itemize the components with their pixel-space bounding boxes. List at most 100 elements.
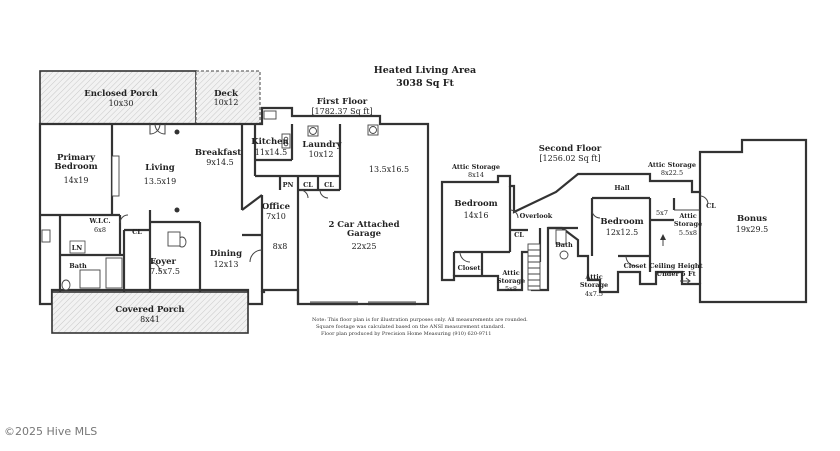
svg-text:8x8: 8x8 (273, 242, 288, 251)
svg-text:Kitchen: Kitchen (251, 137, 289, 147)
svg-text:Note: This floor plan is for i: Note: This floor plan is for illustratio… (312, 317, 528, 323)
svg-text:CL: CL (706, 202, 716, 210)
room-living: Living 13.5x19 (144, 163, 177, 186)
svg-text:Closet: Closet (458, 264, 481, 272)
second-floor: Second Floor [1256.02 Sq ft] Attic Stora… (440, 138, 808, 304)
svg-text:10x12: 10x12 (309, 150, 334, 159)
room-attic-storage-3: Attic Storage 8x22.5 (647, 161, 696, 177)
svg-text:8x14: 8x14 (468, 171, 484, 179)
svg-text:Garage: Garage (347, 229, 382, 239)
svg-text:CL: CL (132, 228, 142, 236)
room-linen: LN (69, 240, 86, 254)
svg-text:19x29.5: 19x29.5 (736, 225, 769, 234)
first-floor-area: [1782.37 Sq ft] (311, 107, 372, 116)
svg-text:22x25: 22x25 (352, 242, 377, 251)
room-laundry: Laundry 10x12 (302, 140, 342, 159)
svg-text:5.5x8: 5.5x8 (679, 229, 697, 237)
tub-fixture (105, 257, 123, 289)
svg-text:Overlook: Overlook (520, 212, 553, 220)
room-pantry: PN CL CL (283, 181, 335, 189)
svg-text:Covered Porch: Covered Porch (115, 305, 184, 315)
room-kitchen: Kitchen 11x14.5 (251, 137, 289, 157)
ceiling-height-note: Ceiling Height Under 5 Ft (649, 262, 702, 278)
plan-title: Heated Living Area (374, 65, 476, 76)
svg-text:Bedroom: Bedroom (600, 217, 643, 227)
room-closet-2: Closet (458, 264, 481, 272)
svg-text:Foyer: Foyer (150, 257, 177, 267)
svg-text:Floor plan produced by Precisi: Floor plan produced by Precision Home Me… (321, 330, 491, 337)
svg-text:Bath: Bath (555, 241, 573, 249)
svg-text:Primary: Primary (57, 153, 96, 163)
svg-text:11x14.5: 11x14.5 (255, 148, 288, 157)
second-floor-area: [1256.02 Sq ft] (539, 154, 600, 163)
room-primary-bedroom: Primary Bedroom 14x19 (54, 153, 97, 185)
second-floor-title: Second Floor (539, 144, 602, 154)
svg-text:14x19: 14x19 (64, 176, 89, 185)
svg-text:CL: CL (514, 231, 524, 239)
svg-text:Attic: Attic (584, 273, 602, 281)
room-5x7: 5x7 (656, 209, 668, 217)
svg-text:Living: Living (145, 163, 175, 173)
room-foyer: Foyer 7.5x7.5 (150, 257, 180, 276)
svg-text:9x14.5: 9x14.5 (206, 158, 233, 167)
covered-porch-area (51, 291, 249, 334)
svg-text:Storage: Storage (580, 281, 608, 289)
svg-text:Laundry: Laundry (302, 140, 342, 150)
svg-text:12x12.5: 12x12.5 (606, 228, 639, 237)
svg-text:5x8: 5x8 (505, 285, 517, 293)
room-closet-hall: CL (132, 228, 142, 236)
room-wic: W.I.C. 6x8 (88, 217, 110, 234)
svg-text:Attic Storage: Attic Storage (647, 161, 696, 169)
sink-fixture (263, 110, 277, 120)
room-deck: Deck 10x12 (214, 89, 239, 107)
room-8x8: 8x8 (273, 242, 288, 251)
room-bath-2: Bath (555, 241, 573, 249)
svg-text:5x7: 5x7 (656, 209, 668, 217)
svg-text:7.5x7.5: 7.5x7.5 (150, 267, 180, 276)
room-bonus: Bonus 19x29.5 (736, 214, 769, 234)
svg-text:2 Car Attached: 2 Car Attached (328, 220, 399, 230)
disclaimer: Note: This floor plan is for illustratio… (312, 317, 528, 337)
room-enclosed-porch: Enclosed Porch 10x30 (84, 89, 158, 108)
svg-text:Bedroom: Bedroom (54, 162, 97, 172)
svg-text:8x41: 8x41 (140, 315, 160, 324)
svg-text:14x16: 14x16 (464, 211, 489, 220)
svg-text:LN: LN (72, 244, 83, 252)
svg-text:CL: CL (324, 181, 334, 189)
room-attic-storage-4: Attic Storage 4x7.5 (580, 273, 608, 298)
svg-text:Attic Storage: Attic Storage (451, 163, 500, 171)
room-garage-bay: 13.5x16.5 (369, 165, 409, 174)
first-floor: First Floor [1782.37 Sq ft] Enclosed Por… (38, 70, 430, 334)
svg-text:6x8: 6x8 (94, 226, 106, 234)
svg-text:12x13: 12x13 (214, 260, 239, 269)
room-covered-porch: Covered Porch 8x41 (115, 305, 184, 324)
room-bath: Bath (69, 262, 87, 270)
svg-text:W.I.C.: W.I.C. (88, 217, 110, 225)
svg-text:13.5x16.5: 13.5x16.5 (369, 165, 409, 174)
svg-text:Deck: Deck (214, 89, 239, 99)
svg-text:4x7.5: 4x7.5 (585, 290, 603, 298)
svg-text:CL: CL (303, 181, 313, 189)
svg-text:Storage: Storage (674, 220, 702, 228)
watermark: ©2025 Hive MLS (4, 425, 97, 438)
svg-text:Office: Office (262, 202, 291, 212)
fireplace (111, 155, 120, 197)
first-floor-title: First Floor (317, 97, 368, 107)
svg-text:Under 5 Ft: Under 5 Ft (656, 270, 695, 278)
room-closet-3: Closet (624, 262, 647, 270)
svg-text:Bath: Bath (69, 262, 87, 270)
room-closet-bonus: CL (706, 202, 716, 210)
svg-text:Bonus: Bonus (737, 214, 767, 224)
svg-text:Hall: Hall (614, 184, 630, 192)
room-garage: 2 Car Attached Garage 22x25 (328, 220, 399, 251)
room-bedroom-3: Bedroom 12x12.5 (600, 217, 643, 237)
svg-text:10x12: 10x12 (214, 98, 239, 107)
svg-text:8x22.5: 8x22.5 (661, 169, 683, 177)
svg-text:Attic: Attic (678, 212, 696, 220)
svg-text:Ceiling Height: Ceiling Height (649, 262, 702, 270)
room-office: Office 7x10 (262, 202, 291, 221)
room-hall: Hall (614, 184, 630, 192)
enclosed-porch-area (39, 70, 197, 125)
svg-text:PN: PN (283, 181, 294, 189)
